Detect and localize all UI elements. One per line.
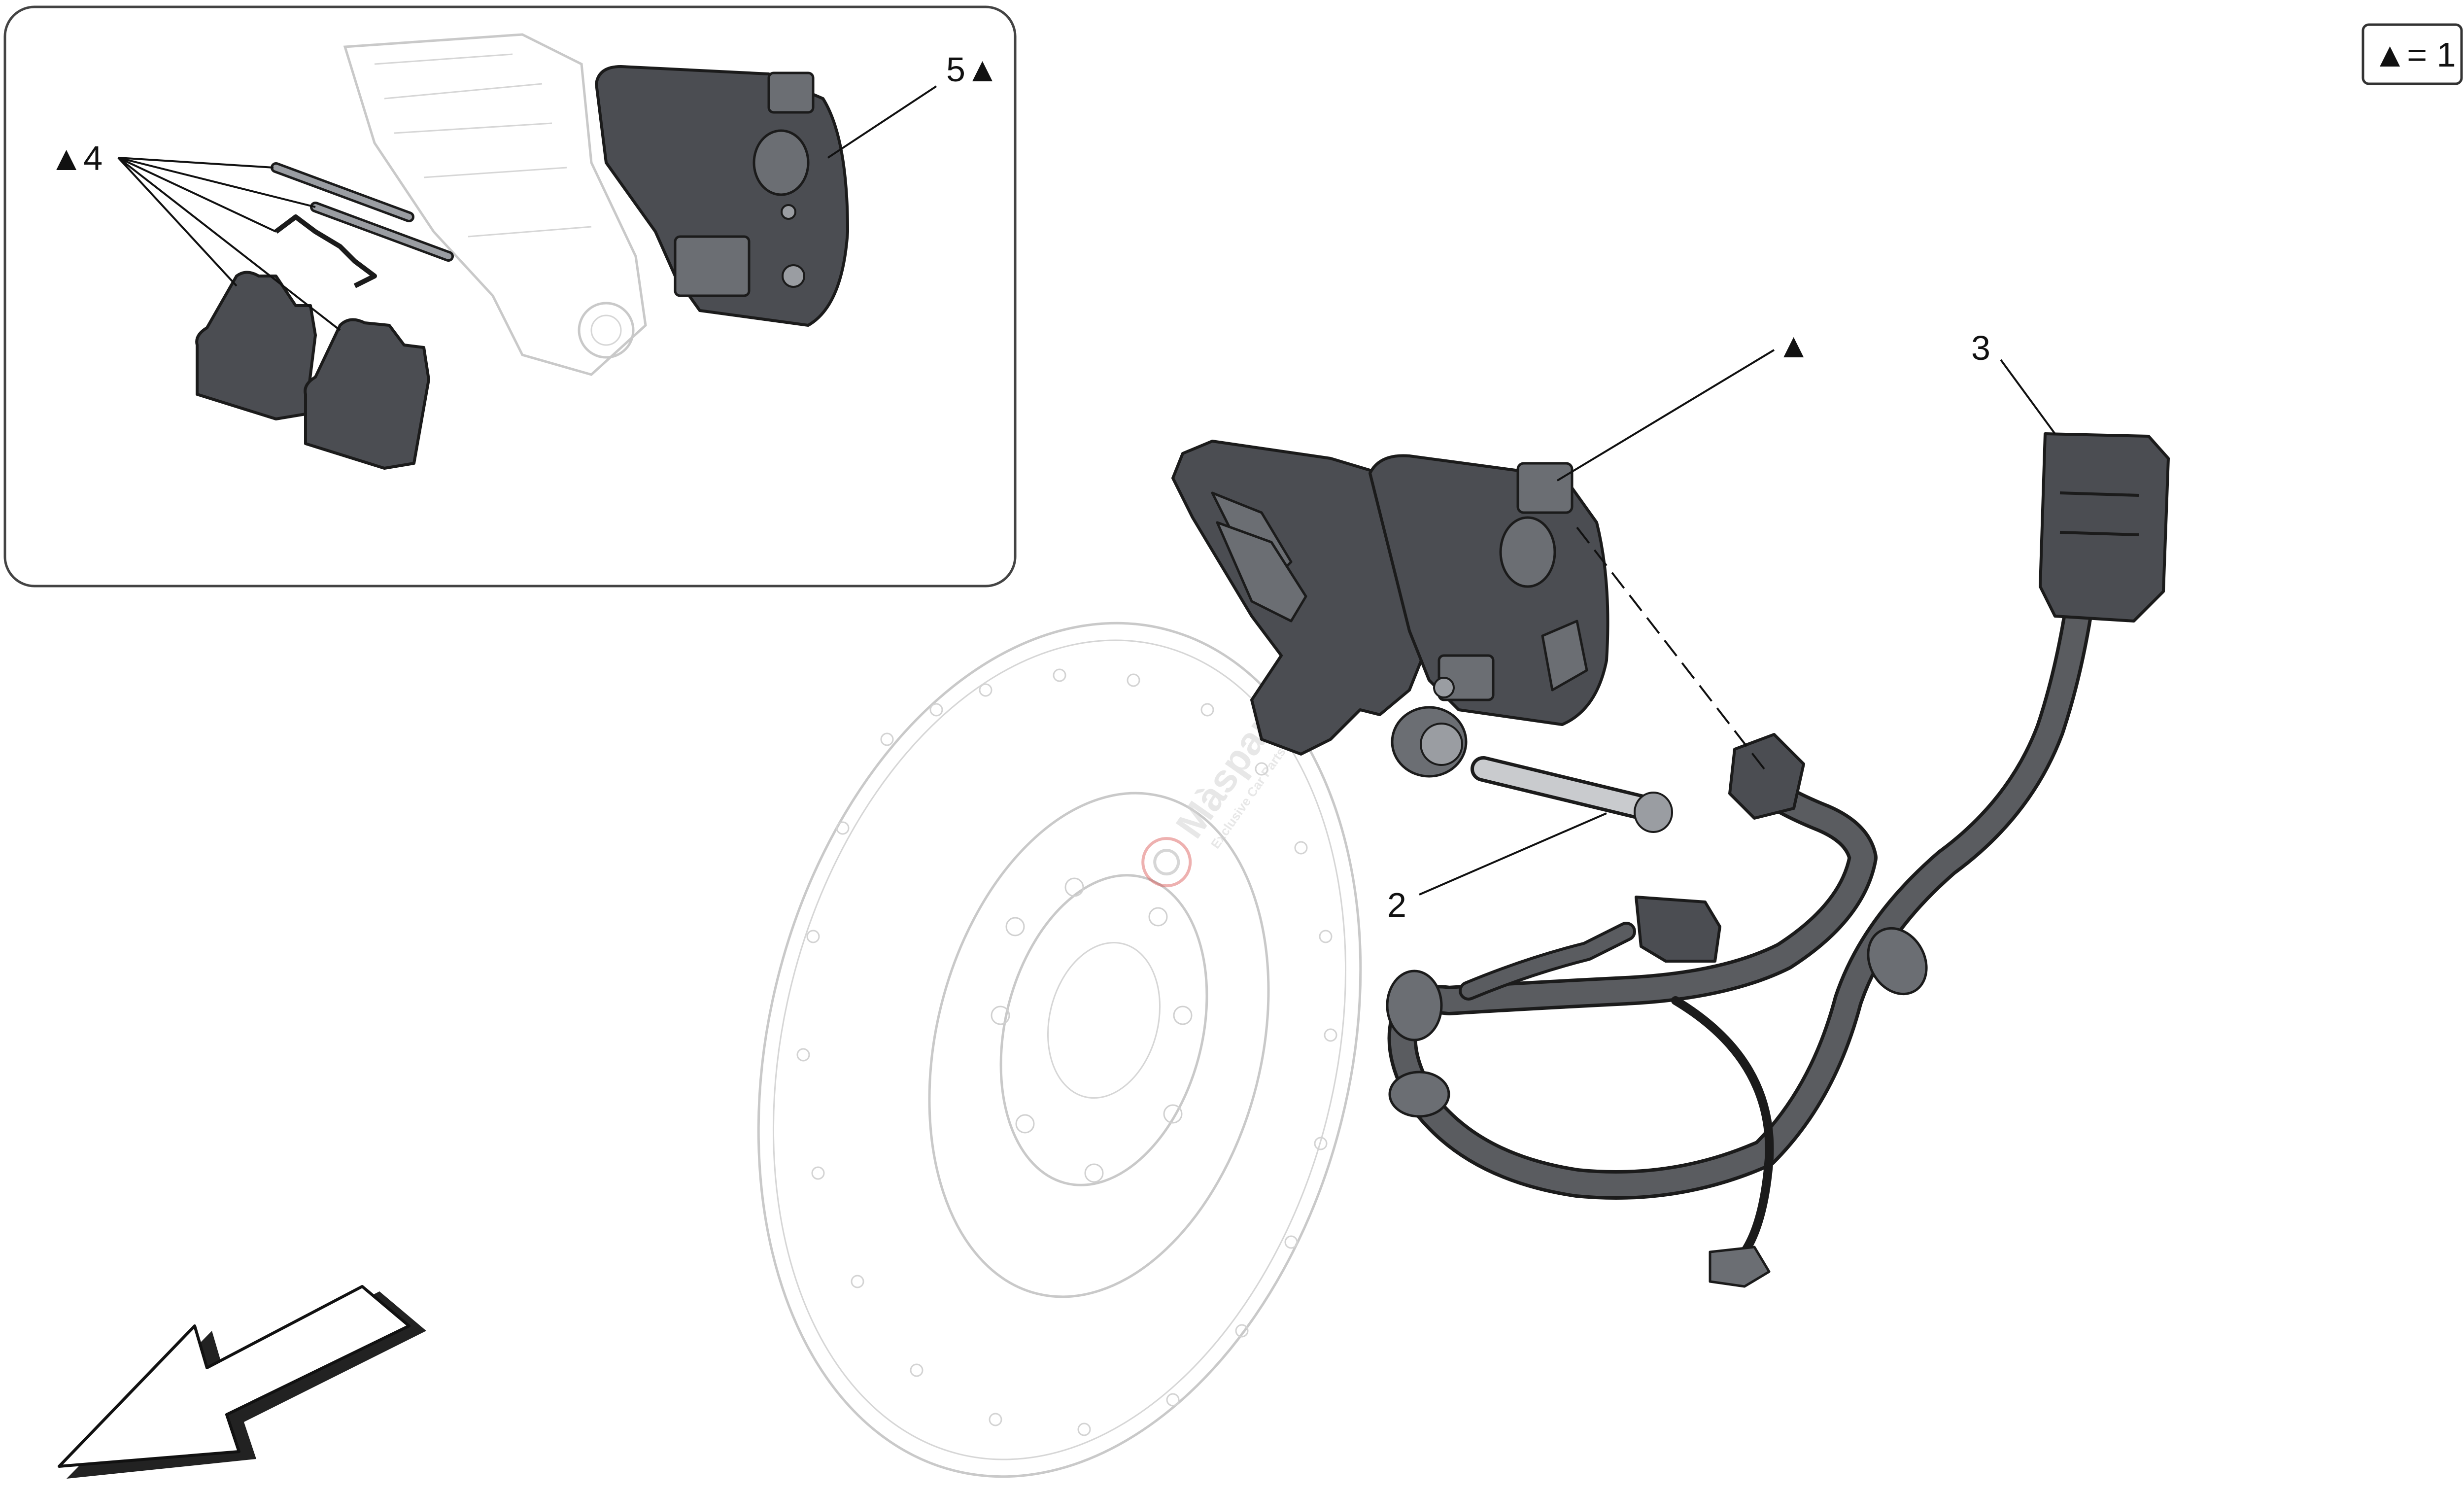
inset-panel: ▲4 5▲ xyxy=(3,5,1017,588)
callout-bolt: 2 xyxy=(1387,886,1406,924)
callout-inset-pads: ▲4 xyxy=(49,139,103,177)
legend-box: ▲= 1 xyxy=(2361,23,2463,85)
main-leaders xyxy=(1419,349,2056,896)
callout-harness: 3 xyxy=(1971,329,1990,367)
inset-brake-pads xyxy=(195,271,430,470)
wiring-harness xyxy=(1386,432,2170,1288)
inset-actuator-motor xyxy=(595,65,849,327)
legend-text: ▲= 1 xyxy=(2373,35,2456,74)
brake-disc-ghost xyxy=(757,622,1362,1478)
inset-guide-pins xyxy=(271,162,454,288)
callout-caliper-assembly: ▲ xyxy=(1777,326,1811,365)
caliper-with-actuator xyxy=(1171,440,1609,778)
callout-inset-actuator: 5▲ xyxy=(946,50,999,89)
direction-arrow-icon xyxy=(58,1285,426,1479)
inset-caliper-ghost xyxy=(343,33,647,376)
inset-leaders xyxy=(117,85,937,331)
caliper-bolt xyxy=(1471,756,1673,833)
assembly-dashed-line xyxy=(1576,526,1765,770)
